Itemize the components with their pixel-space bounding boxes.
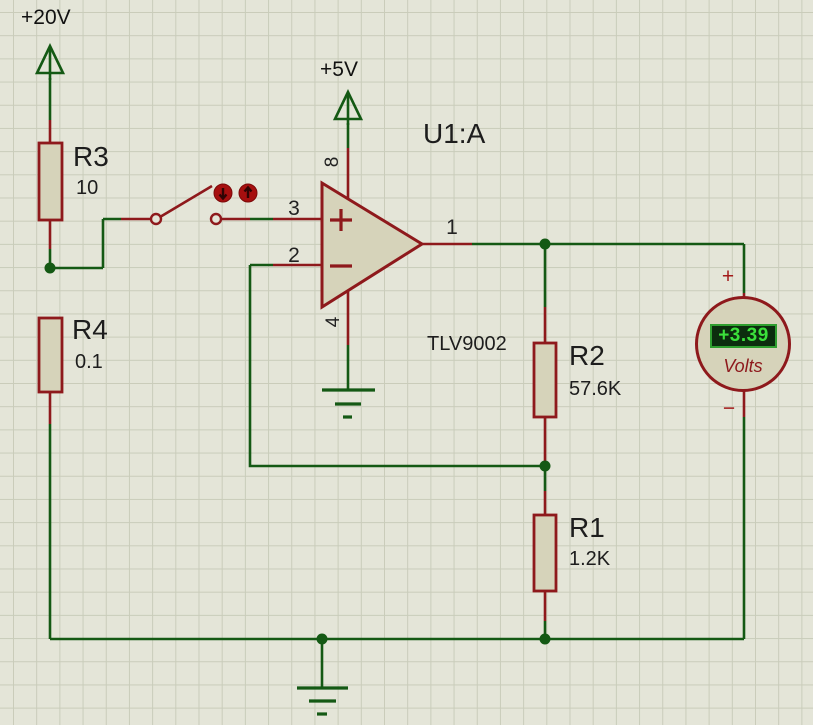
pin-label-2: 2 bbox=[288, 244, 300, 267]
toggle-up-button[interactable] bbox=[238, 183, 258, 203]
switch-lever[interactable] bbox=[159, 184, 213, 219]
resistor-r2-value: 57.6K bbox=[569, 378, 622, 400]
opamp-designator: U1:A bbox=[423, 118, 486, 149]
resistor-r4-value: 0.1 bbox=[75, 351, 103, 373]
ground-symbol-opamp[interactable] bbox=[322, 388, 375, 419]
noninverting-input-plus-icon bbox=[330, 209, 352, 231]
voltmeter-plus-terminal: + bbox=[721, 265, 735, 288]
resistor-r3-ref: R3 bbox=[73, 141, 109, 172]
pin-label-3: 3 bbox=[288, 197, 300, 220]
switch-terminal-left[interactable] bbox=[149, 212, 163, 226]
opamp-u1a[interactable] bbox=[320, 180, 425, 310]
pin-wires bbox=[48, 120, 746, 621]
voltmeter-display: +3.39 bbox=[710, 324, 777, 348]
pin-label-8: 8 bbox=[322, 156, 343, 168]
voltmeter-reading: +3.39 bbox=[718, 325, 769, 346]
opamp-body[interactable] bbox=[320, 180, 425, 310]
pin-label-4: 4 bbox=[323, 316, 344, 328]
switch-toggle-buttons[interactable] bbox=[213, 183, 258, 203]
arrow-up-icon bbox=[243, 185, 253, 198]
switch-terminal-right[interactable] bbox=[209, 212, 223, 226]
resistor-r2-body[interactable] bbox=[532, 341, 558, 419]
ground-symbol-bus[interactable] bbox=[297, 686, 348, 716]
power-symbol-20v[interactable] bbox=[34, 43, 66, 80]
resistor-r1-body[interactable] bbox=[532, 513, 558, 593]
voltmeter-minus-terminal: − bbox=[722, 397, 736, 420]
resistor-r2-ref: R2 bbox=[569, 340, 605, 371]
power-symbol-5v[interactable] bbox=[332, 89, 364, 125]
opamp-part-number: TLV9002 bbox=[427, 333, 507, 355]
toggle-down-button[interactable] bbox=[213, 183, 233, 203]
voltmeter-unit: Volts bbox=[723, 356, 763, 376]
resistor-r4-ref: R4 bbox=[72, 314, 108, 345]
switch-sw[interactable] bbox=[149, 184, 223, 226]
arrow-down-icon bbox=[218, 188, 228, 201]
pin-label-1: 1 bbox=[446, 216, 458, 239]
power-label-20v: +20V bbox=[21, 6, 71, 29]
power-label-5v: +5V bbox=[320, 58, 358, 81]
resistor-r3-body[interactable] bbox=[37, 141, 64, 222]
resistor-r4-body[interactable] bbox=[37, 316, 64, 394]
resistor-r3-value: 10 bbox=[76, 177, 99, 199]
junction-dots bbox=[44, 238, 551, 645]
wire-net bbox=[48, 78, 746, 688]
resistor-r1-value: 1.2K bbox=[569, 548, 611, 570]
resistor-r1-ref: R1 bbox=[569, 512, 605, 543]
